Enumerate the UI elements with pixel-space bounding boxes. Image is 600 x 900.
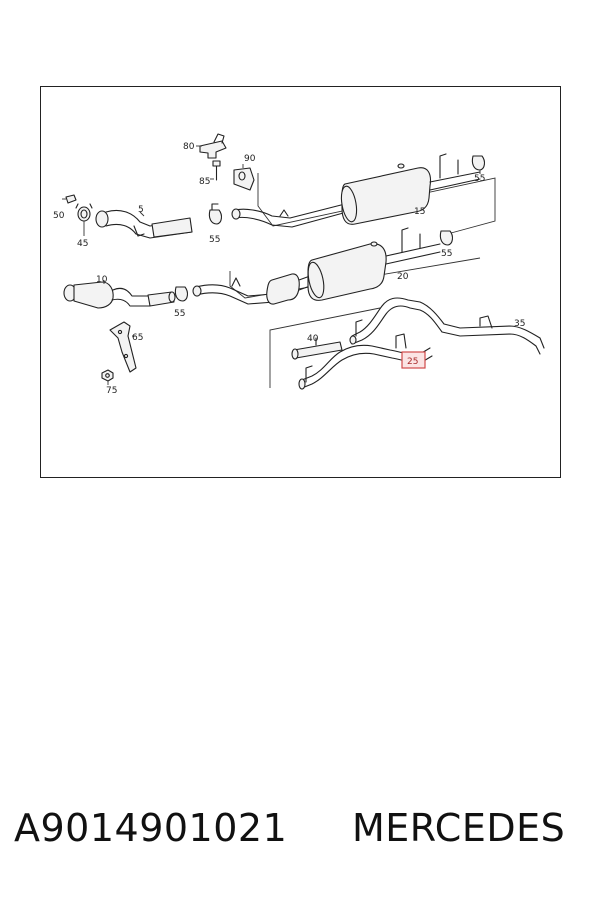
highlight-box-25: [401, 351, 426, 369]
callout-85: 85: [199, 177, 210, 187]
callout-5: 5: [138, 205, 144, 215]
callout-75: 75: [106, 386, 117, 396]
front-exhaust-pipe-5: [95, 209, 193, 239]
hanger-55-middle-right: [439, 230, 453, 246]
callout-65: 65: [132, 333, 143, 343]
callout-15: 15: [414, 207, 425, 217]
bolt-85: [210, 160, 221, 181]
parts-diagram: 80 90 85 15 55 50 5 45 55 55 20 10 55 65…: [40, 86, 561, 478]
nut-75: [101, 369, 114, 385]
callout-55-front-lower: 55: [174, 309, 185, 319]
part-number: A9014901021: [14, 806, 288, 850]
diagram-border: [40, 86, 561, 478]
rubber-mount-90: [233, 164, 255, 191]
bracket-65: [109, 321, 137, 373]
bracket-80: [196, 133, 227, 159]
hanger-55-front-lower: [174, 286, 188, 302]
pipe-middle: [192, 277, 275, 305]
gasket-45: [75, 203, 93, 236]
callout-35: 35: [514, 319, 525, 329]
callout-45: 45: [77, 239, 88, 249]
muffler-20: [307, 227, 441, 301]
callout-90: 90: [244, 154, 256, 164]
catalytic-converter: [266, 273, 311, 305]
callout-40: 40: [307, 334, 319, 344]
muffler-15: [340, 153, 481, 225]
part-caption: A9014901021 MERCEDES: [0, 802, 600, 862]
callout-55-front-upper: 55: [209, 235, 220, 245]
brand-name: MERCEDES: [352, 806, 566, 850]
hanger-55-upper-right: [471, 155, 485, 174]
callout-10: 10: [96, 275, 108, 285]
callout-55-upper-right: 55: [474, 174, 485, 184]
front-exhaust-pipe-10: [63, 280, 176, 309]
callout-50: 50: [53, 211, 65, 221]
pipe-upper-rear: [231, 203, 348, 228]
tail-pipe-35: [349, 297, 545, 355]
callout-20: 20: [397, 272, 409, 282]
clamp-50: [62, 194, 77, 204]
callout-80: 80: [183, 142, 195, 152]
hanger-55-front-upper: [208, 203, 222, 225]
callout-25: 25: [407, 357, 418, 367]
tail-pipe-40: [291, 337, 343, 360]
group-outline-lower: [269, 307, 381, 388]
callout-55-middle-right: 55: [441, 249, 452, 259]
